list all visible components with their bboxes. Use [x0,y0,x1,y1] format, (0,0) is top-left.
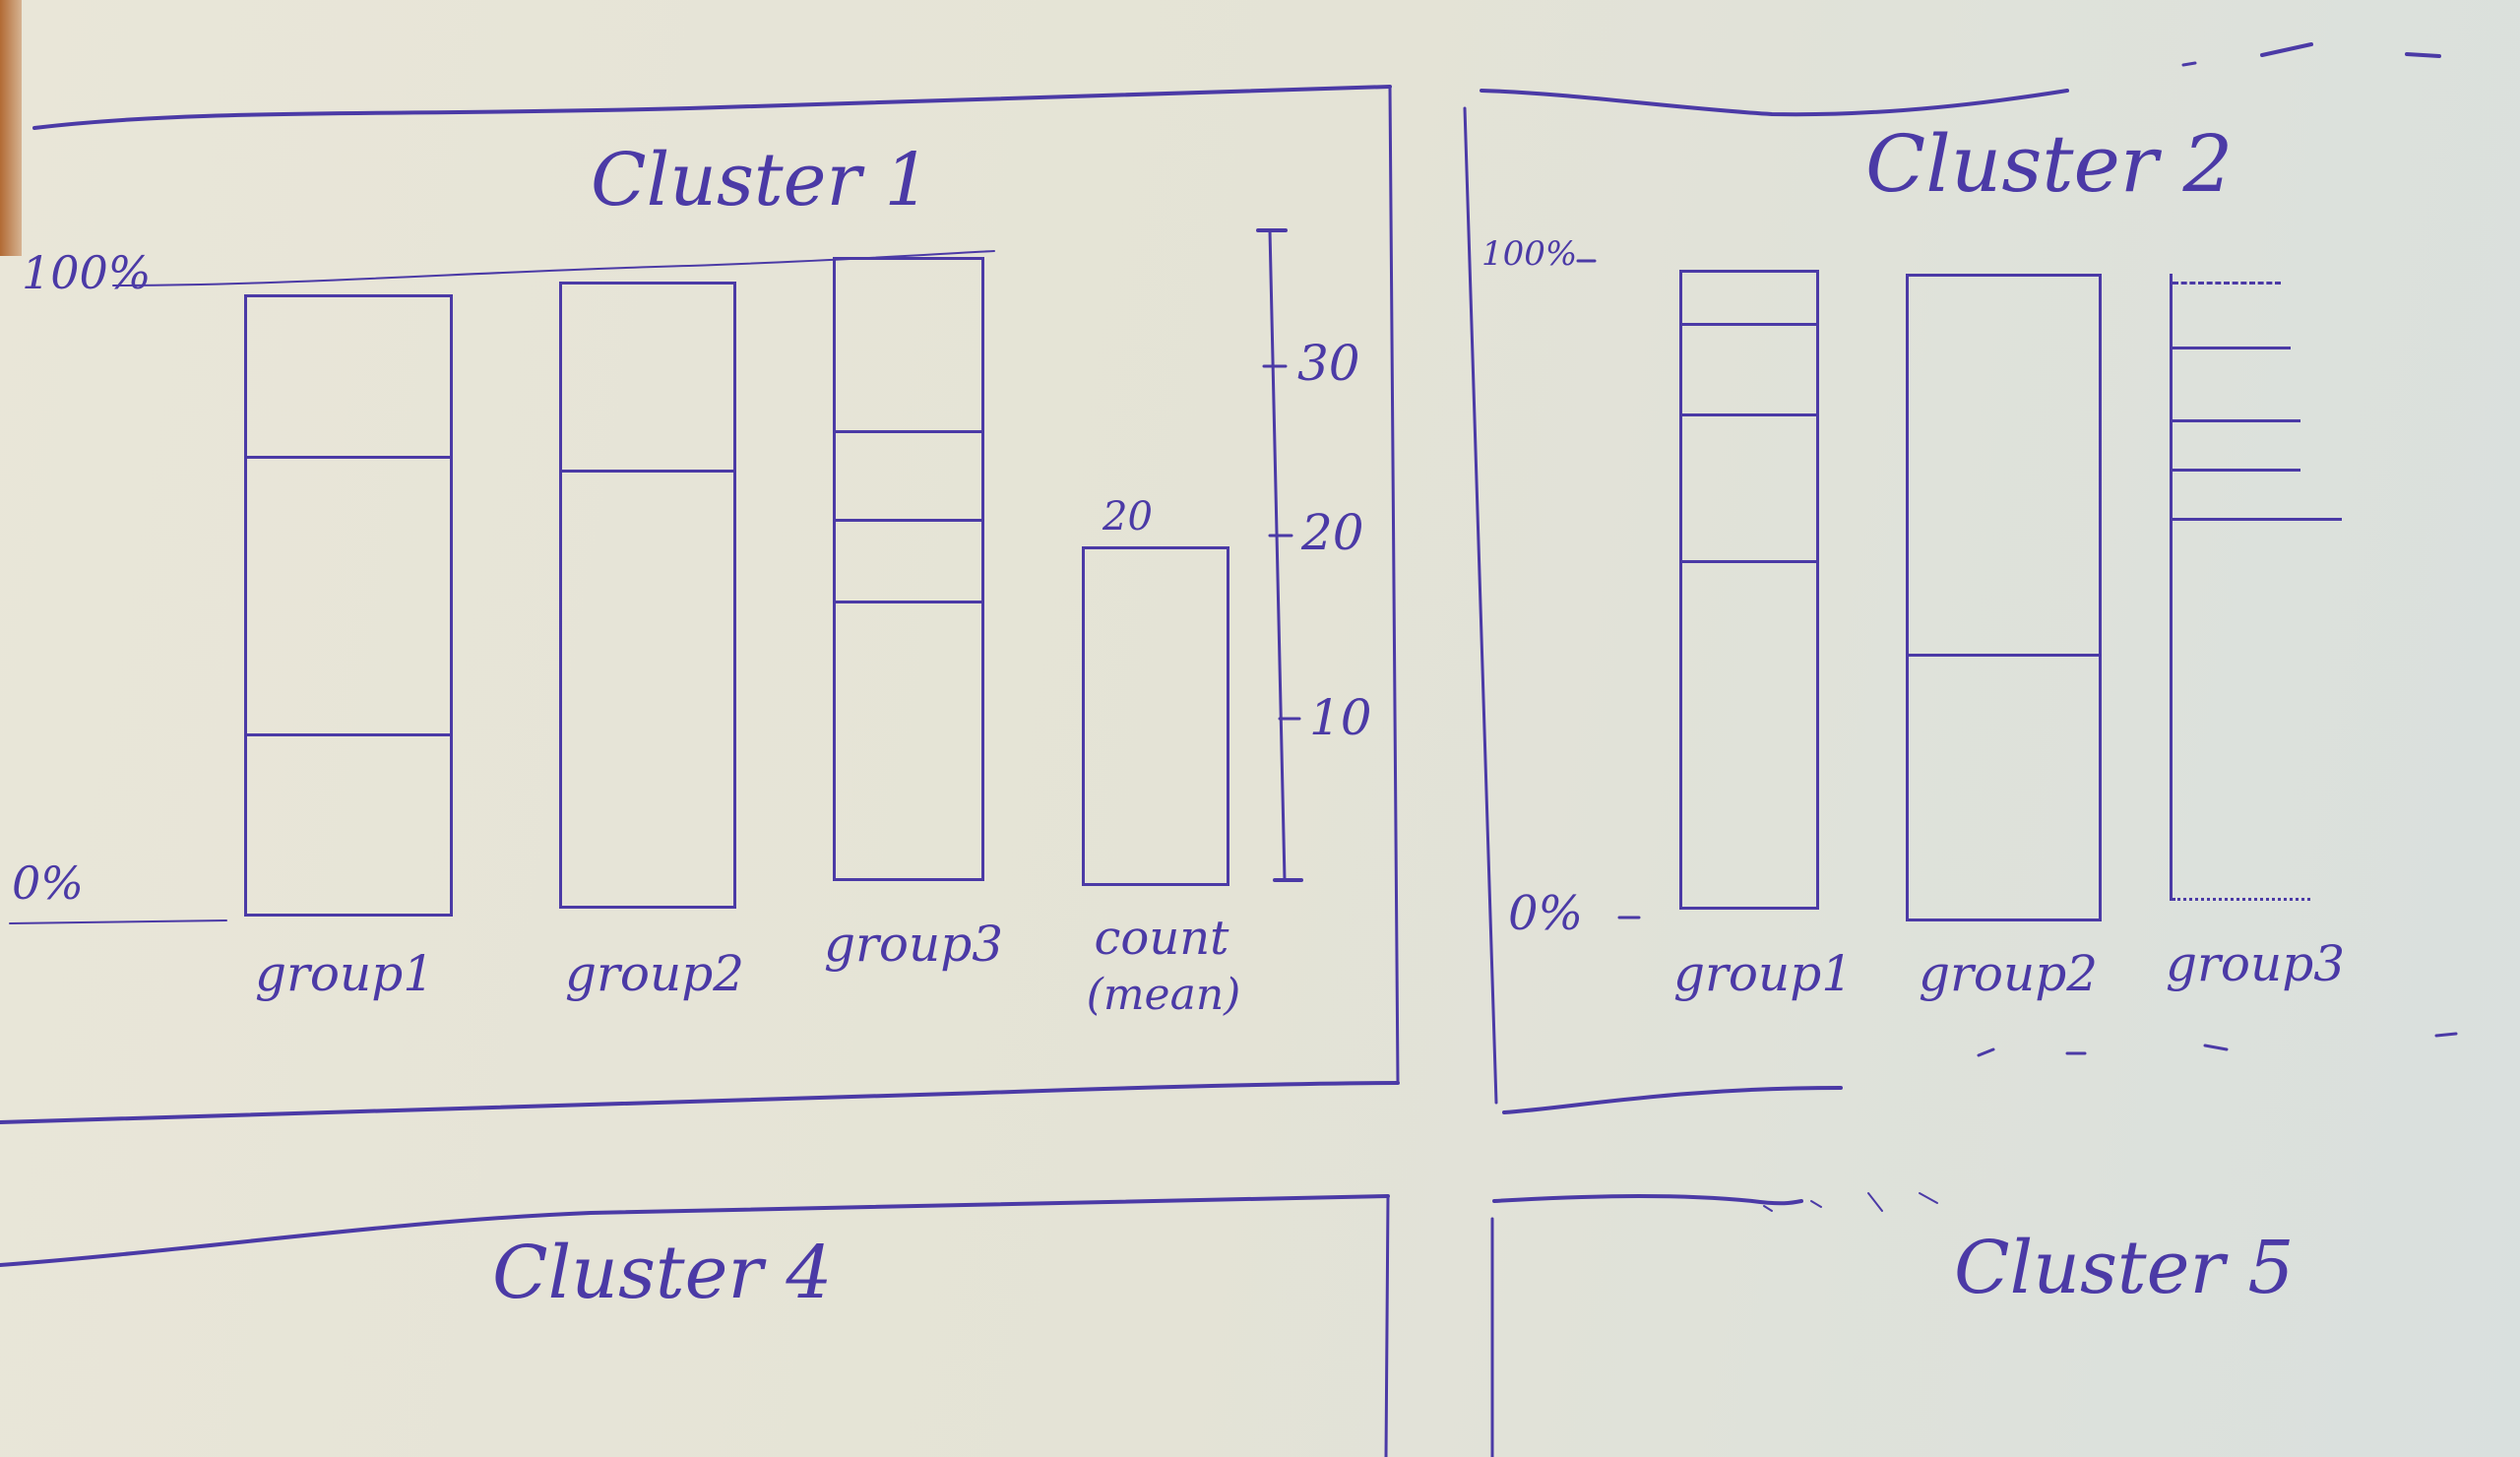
cluster-2-group2-label: group2 [1918,945,2099,1002]
cluster-2-group1-bar [1679,270,1819,910]
cluster-1-count-bar [1082,546,1229,886]
right-axis-tick-20: 20 [1301,504,1364,561]
bar-segment-line [2173,419,2300,422]
right-axis-tick-30: 30 [1297,335,1360,392]
y-axis-100-label: 100% [1481,234,1578,274]
bar-segment-line [2173,898,2310,901]
count-value-label: 20 [1102,494,1153,539]
cluster-1-group3-label: group3 [823,916,1004,973]
y-axis-100-label: 100% [22,246,152,299]
bar-segment [1682,412,1816,560]
cluster-2-group3-label: group3 [2166,935,2346,992]
bar-segment [836,260,981,430]
bar-segment-line [2173,469,2300,472]
bar-segment [247,297,450,456]
bar-segment [1682,322,1816,413]
bar-segment-line [2173,347,2291,349]
cluster-1-title: Cluster 1 [591,138,931,222]
cluster-1-group2-bar [559,282,736,909]
cluster-2-title: Cluster 2 [1865,118,2234,210]
cluster-2-group1-label: group1 [1673,945,1854,1002]
cluster-1-group1-label: group1 [254,945,435,1002]
bar-segment [247,733,450,914]
bar-segment [1909,277,2099,654]
right-axis-tick-10: 10 [1309,689,1372,746]
bar-segment [247,456,450,733]
cluster-1-group2-label: group2 [564,945,745,1002]
bar-segment [836,601,981,878]
y-axis-0-label: 0% [1508,886,1584,941]
bar-segment [1682,273,1816,323]
bar-segment [1682,559,1816,907]
cluster-1-count-sublabel: (mean) [1086,970,1241,1020]
bar-segment [1909,653,2099,919]
cluster-2-group2-bar [1906,274,2102,921]
bar-segment-line [2173,518,2342,521]
bar-segment [836,430,981,519]
cluster-1-count-label: count [1094,911,1229,966]
bar-segment [562,470,733,906]
bar-segment [562,285,733,470]
cluster-1-group3-bar [833,257,984,881]
cluster-1-group1-bar [244,294,453,917]
y-axis-0-label: 0% [12,856,84,910]
cluster-4-title: Cluster 4 [492,1231,833,1315]
bar-segment [836,518,981,601]
table-edge [0,0,22,256]
cluster-2-group3-bar-sketch [2170,274,2342,901]
bar-segment-line [2173,282,2281,285]
cluster-5-title: Cluster 5 [1954,1226,2295,1310]
